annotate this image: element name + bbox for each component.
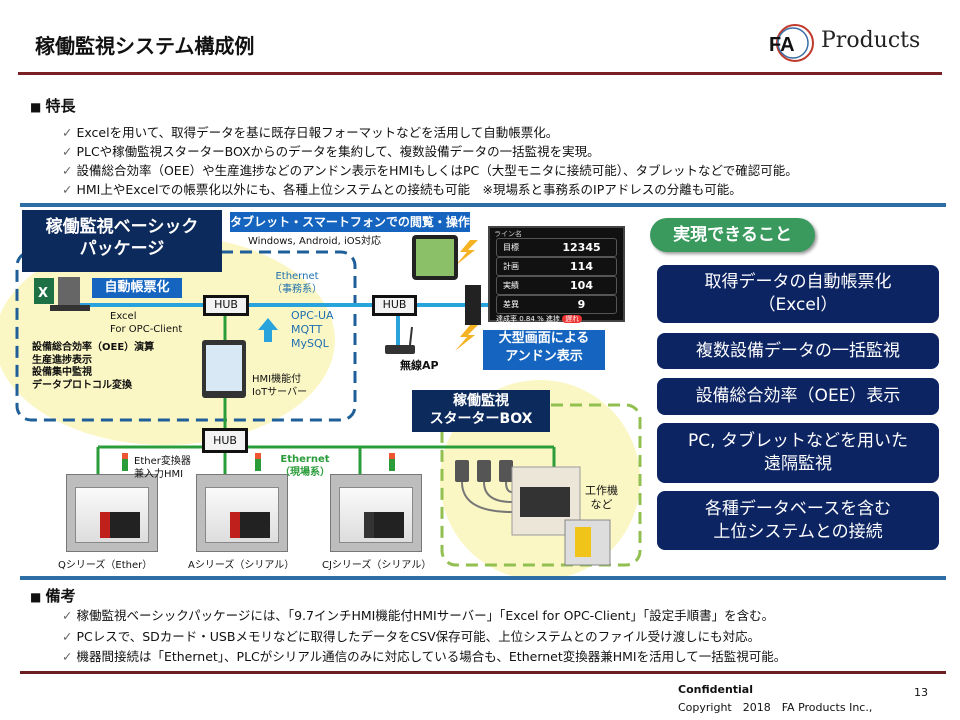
svg-text:X: X — [38, 286, 48, 301]
company-logo: FA Products — [765, 22, 945, 64]
logo-text: Products — [821, 28, 921, 53]
page-title: 稼働監視システム構成例 — [35, 34, 255, 58]
capability-item: 設備総合効率（OEE）表示 — [657, 378, 939, 415]
tablet-label: タブレット・スマートフォンでの閲覧・操作 — [230, 212, 470, 232]
section-divider — [20, 203, 946, 207]
auto-report-label: 自動帳票化 — [92, 278, 182, 298]
plc-cabinet-q — [66, 474, 158, 552]
plc-cabinet-cj — [330, 474, 422, 552]
excel-label: Excel For OPC-Client — [110, 311, 183, 335]
os-support: Windows, Android, iOS対応 — [248, 236, 382, 247]
wireless-ap-label: 無線AP — [400, 359, 439, 372]
plc-cabinet-a — [196, 474, 288, 552]
feature-item: Excelを用いて、取得データを基に既存日報フォーマットなどを活用して自動帳票化… — [62, 122, 558, 141]
footer-divider — [20, 671, 946, 674]
capability-item: 複数設備データの一括監視 — [657, 333, 939, 369]
andon-label: 大型画面による アンドン表示 — [483, 330, 605, 370]
capability-item: 各種データベースを含む 上位システムとの接続 — [657, 491, 939, 550]
pc-icon — [50, 277, 90, 311]
notes-heading: 備考 — [30, 585, 76, 606]
ethernet-office-label: Ethernet （事務系） — [272, 271, 322, 295]
page-number: 13 — [914, 686, 928, 699]
plc-label: Qシリーズ（Ether） — [58, 560, 153, 571]
progress-status: 遅れ — [562, 315, 583, 323]
ethernet-field-label: Ethernet （現場系） — [280, 454, 330, 478]
capability-item: PC, タブレットなどを用いた 遠隔監視 — [657, 423, 939, 483]
confidential-label: Confidential — [678, 683, 754, 696]
svg-text:FA: FA — [769, 34, 795, 56]
plc-label: CJシリーズ（シリアル） — [322, 560, 432, 571]
note-item: 稼働監視ベーシックパッケージには、「9.7インチHMI機能付HMIサーバー」「E… — [62, 605, 774, 624]
starter-box-title: 稼働監視 スターターBOX — [412, 390, 550, 432]
hub-office: HUB — [203, 295, 249, 316]
fa-logo-icon: FA — [769, 24, 814, 62]
header-divider — [18, 72, 942, 75]
features-heading: 特長 — [30, 95, 76, 116]
capability-item: 取得データの自動帳票化 （Excel） — [657, 265, 939, 323]
plc-label: Aシリーズ（シリアル） — [188, 560, 295, 571]
machine-label: 工作機 など — [585, 484, 618, 511]
feature-item: 設備総合効率（OEE）や生産進捗などのアンドン表示をHMIもしくはPC（大型モニ… — [62, 160, 797, 179]
section-divider — [20, 576, 946, 580]
capabilities-heading: 実現できること — [650, 218, 815, 252]
hub-wireless: HUB — [372, 295, 417, 316]
note-item: 機器間接続は「Ethernet」、PLCがシリアル通信のみに対応している場合も、… — [62, 646, 786, 665]
note-item: PCレスで、SDカード・USBメモリなどに取得したデータをCSV保存可能、上位シ… — [62, 626, 760, 645]
copyright: Copyright 2018 FA Products Inc., — [678, 701, 873, 714]
monitor-rate: 達成率 0.84 % 進捗 遅れ — [496, 314, 583, 324]
functions-list: 設備総合効率（OEE）演算 生産進捗表示 設備集中監視 データプロトコル変換 — [32, 342, 155, 391]
converter-label: Ether変換器 兼入力HMI — [134, 456, 191, 480]
hmi-label: HMI機能付 IoTサーバー — [252, 374, 308, 398]
basic-package-title: 稼働監視ベーシック パッケージ — [22, 210, 222, 272]
hub-field: HUB — [202, 428, 248, 453]
protocols-label: OPC-UA MQTT MySQL — [291, 309, 334, 350]
feature-item: PLCや稼働監視スターターBOXからのデータを集約して、複数設備データの一括監視… — [62, 141, 599, 160]
feature-item: HMI上やExcelでの帳票化以外にも、各種上位システムとの接続も可能 ※現場系… — [62, 179, 741, 198]
monitor-line-name: ライン名 — [494, 230, 522, 238]
